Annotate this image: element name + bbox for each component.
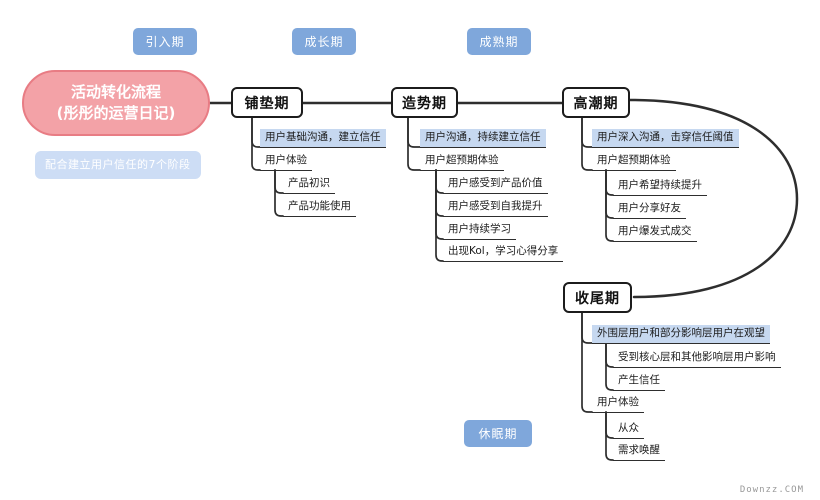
node-gaochao-threshold[interactable]: 用户深入沟通，击穿信任阈值 [592, 129, 739, 148]
node-gaochao-burst-deals[interactable]: 用户爆发式成交 [613, 223, 697, 242]
node-shouwei-influenced[interactable]: 受到核心层和其他影响层用户影响 [613, 349, 781, 368]
stage-box-pudian[interactable]: 铺垫期 [231, 87, 303, 118]
caption-label[interactable]: 配合建立用户信任的7个阶段 [35, 151, 201, 179]
node-pudian-feature-use[interactable]: 产品功能使用 [283, 198, 356, 217]
badge-intro-phase[interactable]: 引入期 [133, 28, 197, 55]
node-shouwei-watching[interactable]: 外围层用户和部分影响层用户在观望 [592, 325, 770, 344]
node-zaoshi-exceed-expectation[interactable]: 用户超预期体验 [420, 152, 504, 171]
node-zaoshi-kol-share[interactable]: 出现Kol，学习心得分享 [443, 243, 564, 262]
root-title-line2: (彤彤的运营日记) [56, 104, 176, 122]
stage-box-zaoshi[interactable]: 造势期 [391, 87, 458, 118]
node-zaoshi-product-value[interactable]: 用户感受到产品价值 [443, 175, 548, 194]
node-zaoshi-keep-learning[interactable]: 用户持续学习 [443, 221, 516, 240]
node-pudian-trust[interactable]: 用户基础沟通，建立信任 [260, 129, 386, 148]
stage-box-gaochao[interactable]: 高潮期 [562, 87, 630, 118]
node-pudian-experience[interactable]: 用户体验 [260, 152, 312, 171]
badge-growth-phase[interactable]: 成长期 [292, 28, 356, 55]
node-gaochao-exceed-expectation[interactable]: 用户超预期体验 [592, 152, 676, 171]
node-shouwei-conformity[interactable]: 从众 [613, 420, 644, 439]
node-gaochao-keep-improving[interactable]: 用户希望持续提升 [613, 177, 707, 196]
node-zaoshi-trust[interactable]: 用户沟通，持续建立信任 [420, 129, 546, 148]
badge-dormant-phase[interactable]: 休眠期 [464, 420, 532, 447]
node-shouwei-gain-trust[interactable]: 产生信任 [613, 372, 665, 391]
node-gaochao-share-friends[interactable]: 用户分享好友 [613, 200, 686, 219]
node-shouwei-experience[interactable]: 用户体验 [592, 394, 644, 413]
badge-mature-phase[interactable]: 成熟期 [467, 28, 531, 55]
root-node[interactable]: 活动转化流程 (彤彤的运营日记) [22, 70, 210, 136]
stage-box-shouwei[interactable]: 收尾期 [563, 282, 632, 313]
site-watermark: Downzz.COM [739, 485, 804, 495]
node-pudian-first-look[interactable]: 产品初识 [283, 175, 335, 194]
node-shouwei-demand-wakeup[interactable]: 需求唤醒 [613, 442, 665, 461]
root-title-line1: 活动转化流程 [70, 83, 161, 101]
node-zaoshi-self-improve[interactable]: 用户感受到自我提升 [443, 198, 548, 217]
